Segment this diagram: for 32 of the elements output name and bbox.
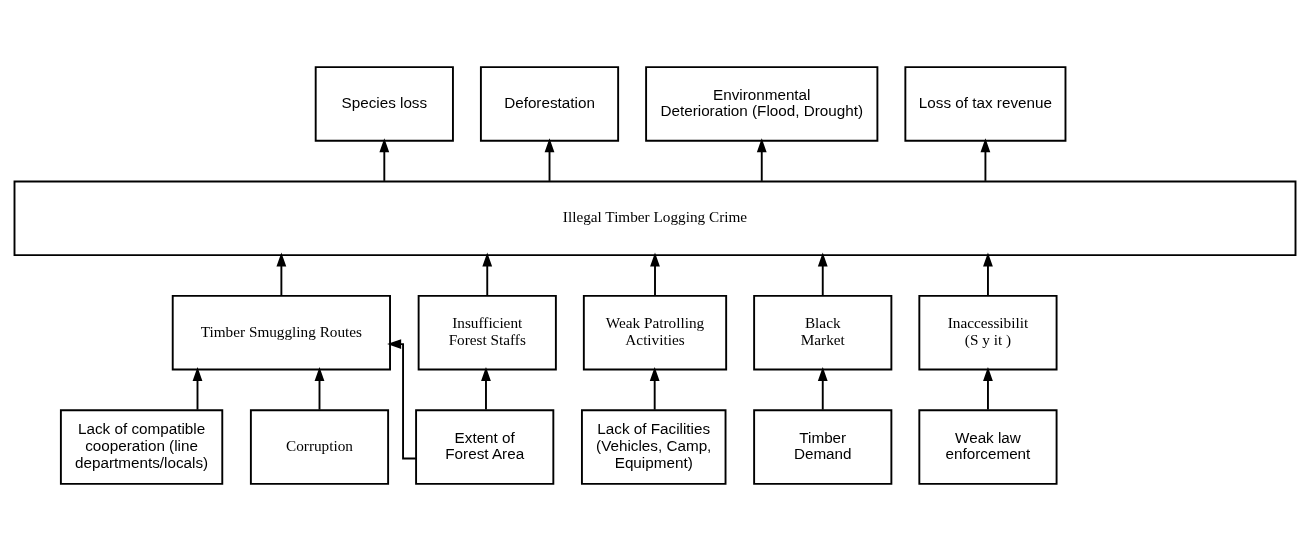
arrow: [276, 252, 287, 297]
node-box: Timber Demand: [753, 409, 893, 485]
arrow: [983, 252, 993, 297]
node-box: Loss of tax revenue: [904, 66, 1067, 142]
node-box: Species loss: [314, 66, 454, 142]
arrow: [817, 366, 828, 411]
arrow: [649, 366, 660, 411]
arrow: [544, 138, 555, 182]
arrow: [387, 339, 417, 460]
arrow: [192, 366, 203, 411]
node-box: Lack of Facilities (Vehicles, Camp, Equipment): [580, 409, 727, 485]
arrow: [983, 366, 993, 411]
node-box: Black Market: [753, 294, 893, 371]
node-box: Insufficient Forest Staffs: [417, 294, 557, 371]
node-box: Lack of compatible cooperation (line departments/locals): [59, 409, 224, 485]
node-box: Inaccessibilit (S y it ): [918, 294, 1058, 371]
arrow: [379, 138, 390, 182]
node-box: Extent of Forest Area: [415, 409, 555, 485]
node-box: Timber Smuggling Routes: [171, 294, 391, 371]
node-box: Corruption: [249, 409, 390, 485]
node-box: Weak law enforcement: [918, 409, 1058, 485]
arrow: [650, 252, 660, 297]
arrow: [756, 138, 767, 182]
arrow: [482, 252, 493, 297]
arrow: [481, 366, 491, 411]
arrow: [314, 366, 325, 411]
arrow: [817, 252, 828, 297]
node-box: Illegal Timber Logging Crime: [13, 180, 1297, 257]
arrow: [980, 138, 991, 182]
node-box: Deforestation: [479, 66, 620, 142]
node-box: Weak Patrolling Activities: [582, 294, 728, 371]
node-box: Environmental Deterioration (Flood, Drought): [645, 66, 879, 142]
